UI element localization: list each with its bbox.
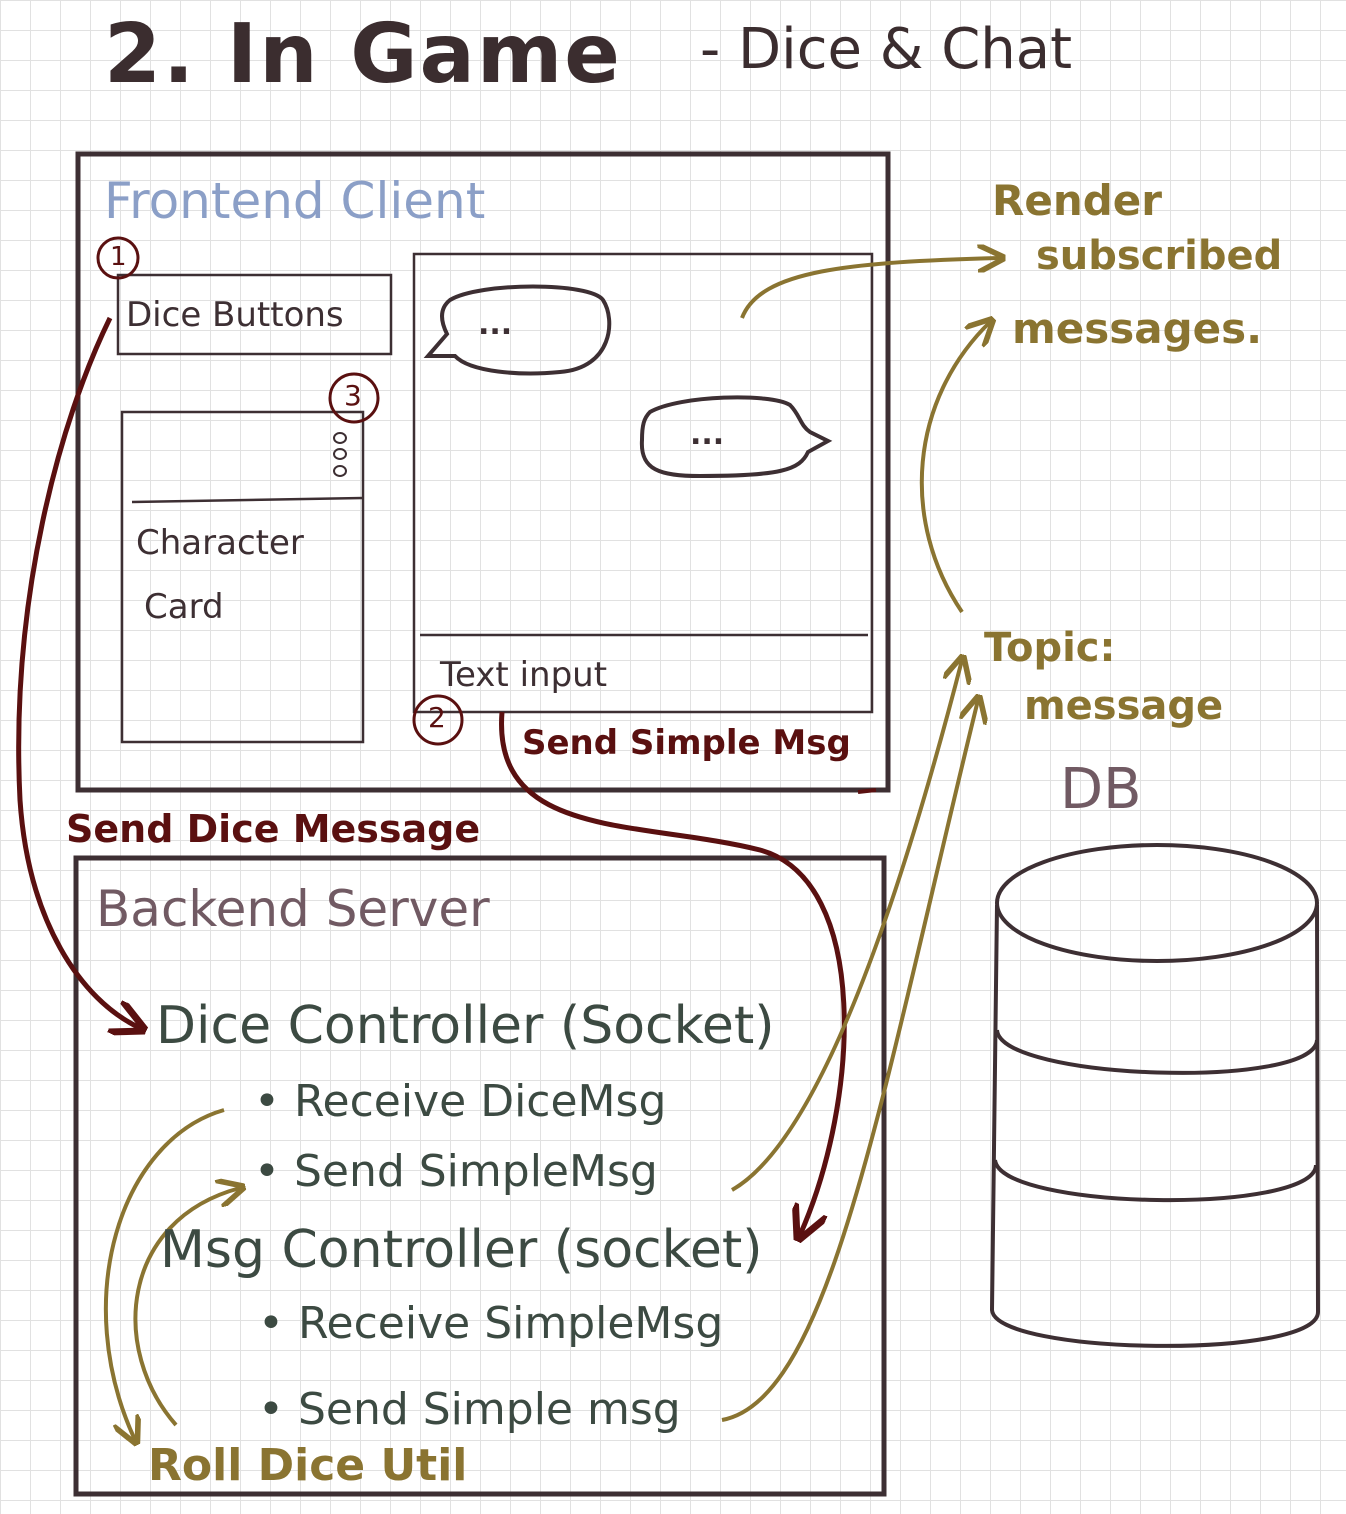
step-2-circle <box>412 694 464 746</box>
msg-receive-label: • Receive SimpleMsg <box>258 1298 724 1349</box>
dice-controller-label: Dice Controller (Socket) <box>156 996 775 1056</box>
character-card-box <box>120 410 365 744</box>
page-subtitle: - Dice & Chat <box>700 17 1073 82</box>
arrow-render-subscribed <box>740 258 1000 319</box>
chat-bubble-right-shape <box>639 395 833 479</box>
send-dice-message-label: Send Dice Message <box>66 807 481 851</box>
dice-receive-label: • Receive DiceMsg <box>254 1076 667 1127</box>
db-label: DB <box>1060 757 1142 822</box>
page-title: 2. In Game <box>104 7 622 102</box>
dice-send-label: • Send SimpleMsg <box>254 1146 658 1197</box>
backend-server-label: Backend Server <box>96 880 490 938</box>
character-card-label-line1: Character <box>136 523 304 563</box>
character-card-divider <box>131 496 364 504</box>
roll-dice-util-label: Roll Dice Util <box>148 1440 468 1491</box>
arrow-send-dice-message <box>16 316 140 1028</box>
step-2-label: 2 <box>428 701 446 734</box>
dice-buttons-box <box>116 273 393 356</box>
render-label-line2: subscribed <box>1036 233 1283 279</box>
step-3-label: 3 <box>344 379 362 412</box>
database-cylinder <box>989 843 1321 1348</box>
topic-label-line2: message <box>1024 683 1224 729</box>
character-card-label-line2: Card <box>144 587 224 627</box>
frontend-client-label: Frontend Client <box>104 172 486 230</box>
step-1-circle <box>96 236 140 280</box>
msg-send-label: • Send Simple msg <box>258 1384 681 1435</box>
send-simple-msg-tick <box>857 788 877 794</box>
dice-buttons-label[interactable]: Dice Buttons <box>126 295 344 335</box>
chat-bubble-left-shape <box>423 284 612 376</box>
arrow-send-simple-msg <box>499 711 847 1235</box>
arrow-roll-util-to-send <box>133 1188 240 1427</box>
arrow-topic-to-messages <box>919 322 990 614</box>
text-input-label[interactable]: Text input <box>440 655 608 695</box>
backend-server-box <box>73 855 887 1497</box>
frontend-client-box <box>75 151 891 793</box>
chat-bubble-right-text: ... <box>690 417 725 452</box>
topic-label-line1: Topic: <box>984 625 1116 671</box>
arrow-receive-to-roll-util <box>104 1108 225 1440</box>
step-1-label: 1 <box>110 242 127 272</box>
render-label-line3: messages. <box>1012 304 1263 353</box>
step-3-circle <box>328 372 380 424</box>
msg-controller-label: Msg Controller (socket) <box>160 1220 763 1280</box>
chat-bubble-left-text: ... <box>478 307 513 342</box>
arrow-dice-send-to-topic <box>731 660 962 1192</box>
kebab-menu-icon[interactable] <box>333 432 347 477</box>
arrow-msg-send-to-topic <box>721 700 978 1422</box>
send-simple-msg-label: Send Simple Msg <box>522 723 851 763</box>
chat-panel-box <box>412 252 874 714</box>
render-label-line1: Render <box>992 176 1162 225</box>
